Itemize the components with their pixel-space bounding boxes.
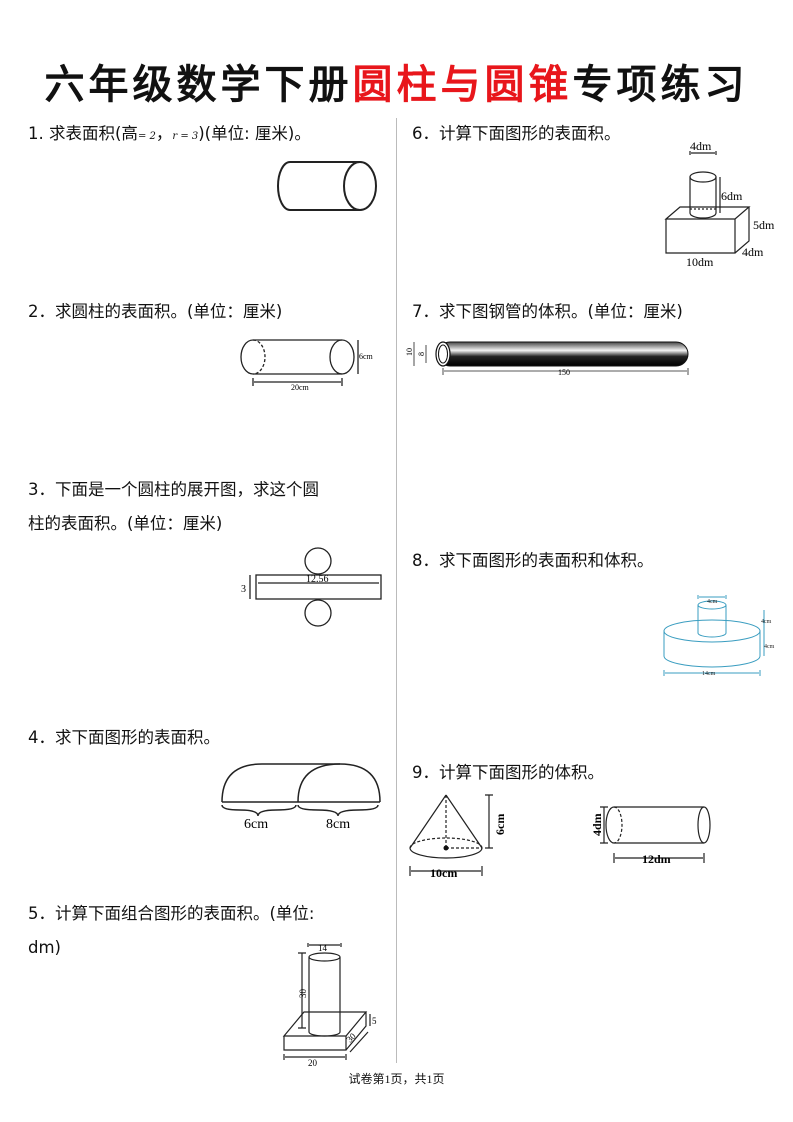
title-part2: 圆柱与圆锥 <box>352 62 573 108</box>
q9-cylinder-length-label: 12dm <box>642 852 671 866</box>
q6-diameter-label: 4dm <box>690 139 712 153</box>
q4-width-a-label: 6cm <box>244 817 268 832</box>
q1-comma: ， <box>155 124 173 143</box>
q9-cylinder-diameter-label: 4dm <box>590 813 604 836</box>
question-5-line2: dm) <box>28 938 61 957</box>
q3-length-label: 12.56 <box>306 574 329 585</box>
q9-cone-diameter-label: 10cm <box>430 866 457 880</box>
q1-suffix: )(单位: 厘米)。 <box>198 124 311 143</box>
q8-top-height-label: 4cm <box>761 619 772 625</box>
question-5-line1: 5．计算下面组合图形的表面积。(单位: <box>28 904 315 923</box>
q7-steel-pipe-figure: 10 8 150 <box>405 341 689 377</box>
question-3-line2: 柱的表面积。(单位：厘米) <box>28 514 223 533</box>
q5-composite-figure: 14 30 5 30 20 <box>282 943 377 1068</box>
question-2: 2．求圆柱的表面积。(单位：厘米) <box>28 302 283 321</box>
q2-length-label: 20cm <box>291 383 310 392</box>
q1-height: = 2 <box>137 131 156 142</box>
q9-cone-height-label: 6cm <box>493 814 507 835</box>
q5-height-label: 30 <box>298 989 308 999</box>
q1-cylinder-figure <box>277 161 377 211</box>
question-6: 6．计算下面图形的表面积。 <box>412 124 621 143</box>
question-3-line1: 3．下面是一个圆柱的展开图，求这个圆 <box>28 480 319 499</box>
q7-length-label: 150 <box>558 368 570 377</box>
q5-diameter-label: 14 <box>318 943 328 953</box>
q6-height-label: 6dm <box>721 189 743 203</box>
q4-width-b-label: 8cm <box>326 817 350 832</box>
q9-cone-figure: 6cm 10cm <box>409 794 507 880</box>
question-7: 7．求下图钢管的体积。(单位：厘米) <box>412 302 683 321</box>
q7-inner-diameter-label: 8 <box>417 352 426 356</box>
q9-cylinder-figure: 4dm 12dm <box>590 806 711 866</box>
q8-stacked-cylinders-figure: 4cm 4cm 4cm 14cm <box>663 595 775 677</box>
q5-base-length-label: 20 <box>308 1058 318 1068</box>
q8-top-diameter-label: 4cm <box>707 599 718 605</box>
question-4: 4．求下面图形的表面积。 <box>28 728 220 747</box>
q7-outer-diameter-label: 10 <box>405 348 414 356</box>
q8-bottom-height-label: 4cm <box>764 644 775 650</box>
question-9: 9．计算下面图形的体积。 <box>412 763 604 782</box>
q3-height-label: 3 <box>241 584 246 595</box>
page-footer: 试卷第1页，共1页 <box>348 1072 445 1086</box>
q2-cylinder-figure: 6cm 20cm <box>240 339 374 392</box>
q5-base-height-label: 5 <box>372 1016 377 1026</box>
q8-bottom-diameter-label: 14cm <box>702 671 716 677</box>
q3-net-figure: 3 12.56 <box>241 547 382 627</box>
q1-radius: r = 3 <box>172 131 199 142</box>
q6-composite-figure: 4dm 6dm 5dm 4dm 10dm <box>664 139 775 269</box>
q4-half-cylinder-figure: 6cm 8cm <box>221 763 381 832</box>
title-part3: 专项练习 <box>572 62 749 108</box>
title-part1: 六年级数学下册 <box>44 62 353 108</box>
q2-diameter-label: 6cm <box>359 352 374 361</box>
q6-base-height-label: 5dm <box>753 218 775 232</box>
page-title: 六年级数学下册圆柱与圆锥专项练习 <box>0 52 793 110</box>
question-1: 1. 求表面积(高= 2，r = 3)(单位: 厘米)。 <box>28 118 311 153</box>
question-8: 8．求下面图形的表面积和体积。 <box>412 551 654 570</box>
column-divider <box>396 118 397 1063</box>
q6-base-width-label: 4dm <box>742 245 764 259</box>
q6-base-length-label: 10dm <box>686 255 714 269</box>
q1-prefix: 1. 求表面积(高 <box>28 124 138 143</box>
